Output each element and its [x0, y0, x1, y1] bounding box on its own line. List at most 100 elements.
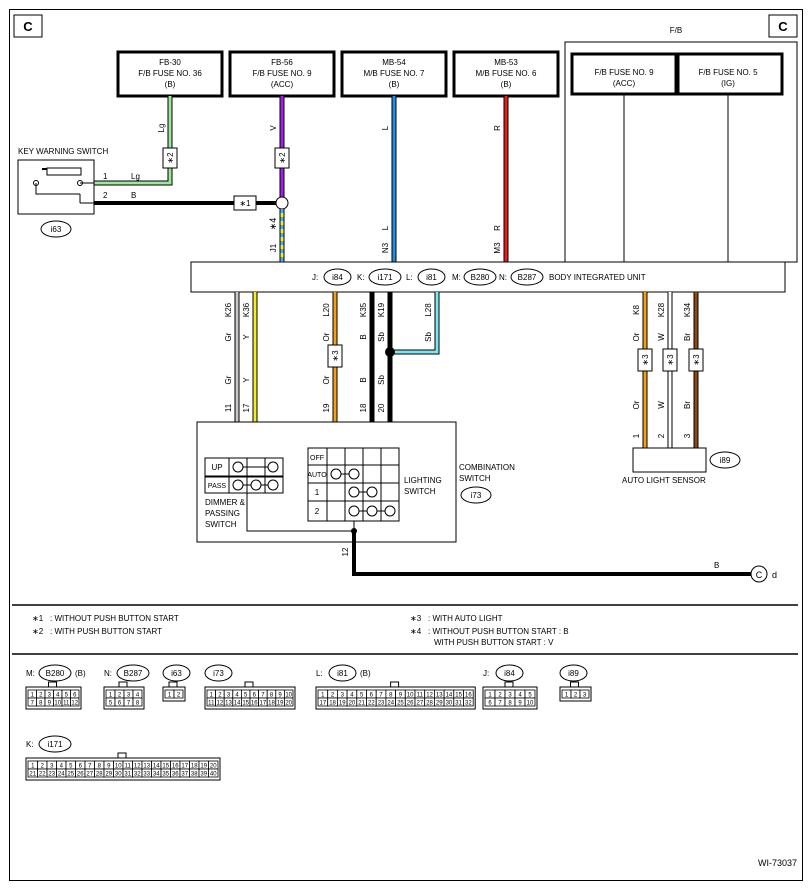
connector-pin: 39	[200, 772, 207, 778]
connector-pin: 18	[191, 764, 198, 770]
connector-pin: 30	[115, 772, 122, 778]
connector-id: i81	[337, 669, 348, 678]
connector-pin: 4	[60, 764, 64, 770]
dimmer-label-3: SWITCH	[205, 520, 237, 529]
combo-connector: i73	[471, 491, 482, 500]
lighting-off-label: OFF	[310, 455, 324, 462]
connector-pin: 24	[58, 772, 65, 778]
connector-pin: 8	[136, 701, 140, 707]
connector-pin: 20	[285, 701, 292, 707]
fuse-fb56: FB-56 F/B FUSE NO. 9 (ACC)	[228, 50, 336, 98]
connector-pin: 10	[527, 701, 534, 707]
key-switch-connector: i63	[51, 225, 62, 234]
connector-pin: 2	[218, 693, 222, 699]
connector-pin: 4	[518, 693, 522, 699]
fuse-code: FB-56	[271, 58, 293, 67]
wire-color: Gr	[224, 332, 233, 341]
wire-color: Or	[322, 332, 331, 341]
fuse-mb54: MB-54 M/B FUSE NO. 7 (B)	[340, 50, 448, 98]
wire-color: Sb	[377, 332, 386, 342]
biu-connector-id: i81	[426, 273, 437, 282]
connector-pin: 16	[172, 764, 179, 770]
fb-fuse-5-power: (IG)	[721, 79, 735, 88]
connector-pin: 32	[134, 772, 141, 778]
connector-pin: 7	[127, 701, 131, 707]
biu-connector-badge	[323, 268, 352, 286]
wire-terminal: L28	[424, 303, 433, 317]
connector-pin: 38	[191, 772, 198, 778]
fb-block-label: F/B	[670, 26, 682, 35]
fuse-name: M/B FUSE NO. 7	[364, 69, 425, 78]
fb-fuse-9-power: (ACC)	[613, 79, 636, 88]
fuse-power: (B)	[165, 80, 176, 89]
lower-wires: K26GrGr11K36YY17L20OrOr19K35BB18K19SbSb2…	[224, 292, 704, 458]
wire-terminal: K26	[224, 302, 233, 317]
wire-terminal: K34	[683, 302, 692, 317]
wire-pin: 18	[359, 403, 368, 412]
note-marker-4-label: ∗4	[268, 218, 278, 231]
connector-pin: 17	[260, 701, 267, 707]
ground-ref-circle	[750, 565, 768, 583]
fb-fuse-9-name: F/B FUSE NO. 9	[594, 68, 654, 77]
connector-badge	[204, 664, 233, 682]
note-marker-2-top	[274, 147, 290, 169]
connector-pin: 12	[134, 764, 141, 770]
wire-terminal: K28	[657, 302, 666, 317]
wire-pin: 19	[322, 403, 331, 412]
connector-id: i63	[171, 669, 182, 678]
connector-pin: 4	[136, 693, 140, 699]
splice-dot-sb	[385, 347, 395, 357]
connector-pin: 12	[71, 701, 78, 707]
fuse-name: F/B FUSE NO. 36	[138, 69, 202, 78]
connector-id: i73	[213, 669, 224, 678]
connector-pin: 5	[528, 693, 532, 699]
note-marker-1-key-label: ∗1	[239, 199, 251, 208]
connector-pin: 40	[210, 772, 217, 778]
connector-pin: 22	[39, 772, 46, 778]
combo-title: COMBINATION	[459, 463, 515, 472]
pin-j1: J1	[269, 243, 278, 252]
connector-pin: 4	[56, 693, 60, 699]
connector-pin: 7	[261, 693, 265, 699]
connector-id: B280	[46, 669, 65, 678]
wire-color-2: Sb	[377, 375, 386, 385]
note-4-mark: ∗4	[410, 627, 422, 636]
biu-connector-badge	[417, 268, 446, 286]
connector-pin: 3	[508, 693, 512, 699]
note-marker-3-sensor-label: ∗3	[692, 354, 701, 366]
wire-color: W	[657, 333, 666, 341]
biu-connector-badge	[463, 268, 497, 286]
connector-pin: 28	[96, 772, 103, 778]
dimmer-label-2: PASSING	[205, 509, 240, 518]
connector-pin: 16	[465, 693, 472, 699]
connector-pin: 14	[234, 701, 241, 707]
lighting-label-1: LIGHTING	[404, 476, 442, 485]
connector-pin: 4	[350, 693, 354, 699]
connector-pin: 10	[54, 701, 61, 707]
connector-pin: 25	[67, 772, 74, 778]
connector-pin: 26	[407, 701, 414, 707]
wire-pin: 2	[657, 433, 666, 438]
connector-pin: 31	[124, 772, 131, 778]
connector-id: B287	[124, 669, 143, 678]
wire-l-label: L	[381, 125, 390, 130]
connector-pin: 1	[321, 693, 325, 699]
connector-pin: 5	[69, 764, 73, 770]
dimmer-pass-label: PASS	[208, 483, 226, 490]
sheet-ref-right	[768, 14, 798, 38]
wire-color-2: Y	[242, 377, 251, 383]
wire-color: Br	[683, 333, 692, 341]
wire-pin: 20	[377, 403, 386, 412]
connector-pin: 23	[378, 701, 385, 707]
biu-connector-id: B280	[471, 273, 490, 282]
connector-prefix: M:	[26, 669, 35, 678]
connector-pin: 1	[109, 693, 113, 699]
biu-connector-prefix: N:	[499, 273, 507, 282]
connector-pin: 15	[162, 764, 169, 770]
connector-badge	[38, 664, 72, 682]
biu-label: BODY INTEGRATED UNIT	[549, 273, 646, 282]
sheet-ref-left-label: C	[23, 19, 33, 34]
connector-pin: 35	[162, 772, 169, 778]
